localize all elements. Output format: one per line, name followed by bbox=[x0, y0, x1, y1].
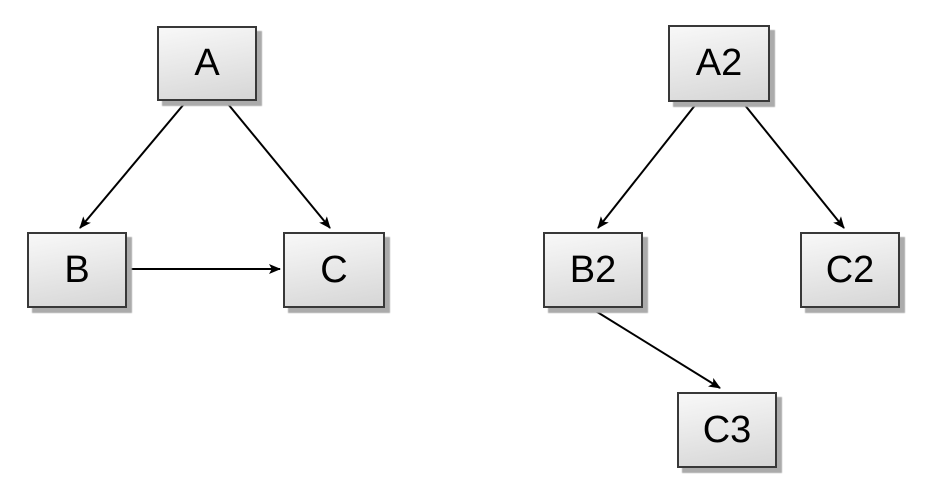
edge-A-to-B bbox=[79, 103, 185, 229]
node-A: A bbox=[157, 26, 257, 101]
node-B2-label: B2 bbox=[569, 248, 617, 291]
edge-A2-to-B2 bbox=[597, 103, 697, 229]
node-C3-label: C3 bbox=[702, 408, 752, 451]
node-B-label: B bbox=[64, 248, 90, 291]
node-A-label: A bbox=[194, 42, 220, 84]
node-A2: A2 bbox=[668, 25, 770, 102]
edge-A-to-C bbox=[227, 103, 331, 229]
node-C: C bbox=[283, 232, 385, 308]
node-C-label: C bbox=[320, 248, 348, 291]
node-C2: C2 bbox=[800, 232, 900, 308]
node-B: B bbox=[27, 232, 127, 308]
node-C3: C3 bbox=[677, 392, 777, 468]
node-C2-label: C2 bbox=[825, 248, 875, 291]
node-A2-label: A2 bbox=[695, 42, 743, 84]
edge-B2-to-C3 bbox=[593, 309, 721, 389]
node-B2: B2 bbox=[543, 232, 643, 308]
edge-A2-to-C2 bbox=[743, 103, 845, 229]
